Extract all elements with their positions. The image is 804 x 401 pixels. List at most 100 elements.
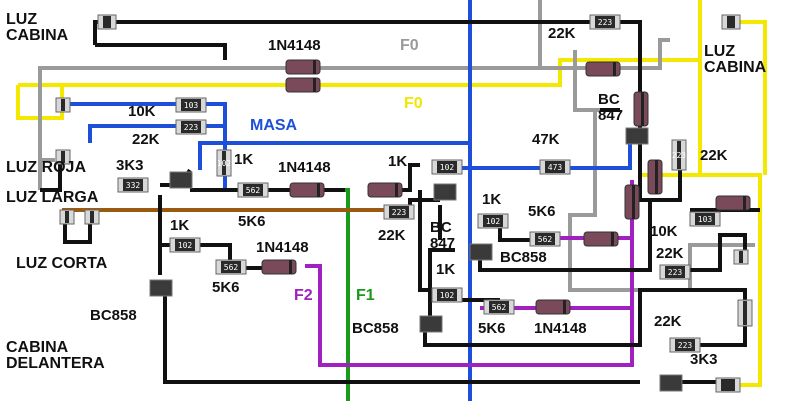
label-luz-larga: LUZ LARGA [6, 189, 99, 206]
smd-code: 102 [440, 291, 455, 300]
resistor-1k-d: 102 [477, 213, 509, 229]
label-bc847-mid: BC 847 [430, 219, 456, 252]
resistor-22k-right2: 223 [659, 264, 691, 280]
label-r-3k3-left: 3K3 [116, 157, 144, 174]
smd-code: 562 [538, 235, 553, 244]
wire-yellow-f0 [698, 60, 762, 387]
wire-gray-f0 [573, 50, 600, 112]
resistor-22k-top: 223 [589, 14, 621, 30]
resistor-3k3-bottom [715, 377, 741, 393]
connector-luz-roja [55, 97, 71, 113]
smd-code: 562 [224, 263, 239, 272]
label-r-5k6-b: 5K6 [212, 279, 240, 296]
wire-black [63, 215, 92, 244]
wire-black [163, 290, 640, 384]
diode-1n4148-right-e [583, 231, 619, 247]
wire-blue-masa [198, 141, 470, 170]
wire-blue-masa [438, 135, 632, 170]
smd-code: 473 [548, 163, 563, 172]
resistor-5k6-d: 562 [483, 299, 515, 315]
smd-code: 103 [184, 101, 199, 110]
smd-code: 332 [126, 181, 141, 190]
label-r-1k-b: 1K [388, 153, 408, 170]
transistor-bc858-upper [469, 243, 493, 261]
transistor-bc847-mid [433, 183, 457, 201]
label-r-22k-bottom: 22K [654, 313, 682, 330]
smd-code: 102 [178, 241, 193, 250]
label-r-1k-e: 1K [436, 261, 456, 278]
label-bc858-left: BC858 [90, 307, 137, 324]
resistor-22k-mid: 223 [383, 204, 415, 220]
connector-luz-corta-b [84, 209, 100, 225]
resistor-1k-a: 102 [216, 149, 232, 177]
label-r-22k-top: 22K [548, 25, 576, 42]
transistor-bc858-mid [419, 315, 443, 333]
label-diode-top: 1N4148 [268, 37, 321, 54]
label-r-1k-c: 1K [170, 217, 190, 234]
connector-luz-larga [55, 149, 71, 165]
label-bc858-upper: BC858 [500, 249, 547, 266]
diode-1n4148-mid-b [367, 182, 403, 198]
transistor-bc847-a [169, 171, 193, 189]
resistor-10k: 103 [175, 97, 207, 113]
wire-black [428, 248, 455, 320]
diode-1n4148-mid [289, 182, 325, 198]
smd-code: 223 [598, 18, 613, 27]
smd-code: 102 [217, 159, 232, 168]
label-f2: F2 [294, 287, 313, 304]
resistor-22k-right: 223 [671, 139, 687, 171]
label-r-47k: 47K [532, 131, 560, 148]
resistor-3k3-left: 332 [117, 177, 149, 193]
wire-yellow-f0 [740, 20, 767, 175]
resistor-1k-c: 102 [169, 237, 201, 253]
label-r-10k-right: 10K [650, 223, 678, 240]
label-luz-cabina-left: LUZ CABINA [6, 11, 69, 44]
label-r-22k-right: 22K [700, 147, 728, 164]
label-r-10k: 10K [128, 103, 156, 120]
diode-1n4148-low [261, 259, 297, 275]
label-bc847-right: BC 847 [598, 91, 624, 124]
smd-code: 223 [392, 208, 407, 217]
label-r-5k6-c: 5K6 [528, 203, 556, 220]
label-luz-roja: LUZ ROJA [6, 159, 86, 176]
smd-code: 562 [246, 186, 261, 195]
wire-black [93, 20, 600, 45]
resistor-22k-bottom: 223 [669, 337, 701, 353]
label-r-3k3-bottom: 3K3 [690, 351, 718, 368]
smd-code: 562 [492, 303, 507, 312]
wire-gray-f0 [568, 110, 755, 292]
resistor-22k-left: 223 [175, 119, 207, 135]
label-diode-low: 1N4148 [256, 239, 309, 256]
diode-1n4148-right-d [624, 184, 640, 220]
label-r-1k-d: 1K [482, 191, 502, 208]
wire-purple-f2 [305, 180, 634, 367]
label-f1: F1 [356, 287, 375, 304]
label-luz-cabina-right: LUZ CABINA [704, 43, 767, 76]
label-r-22k-left: 22K [132, 131, 160, 148]
connector-luz-corta-a [59, 209, 75, 225]
label-f0-gray: F0 [400, 37, 419, 54]
label-bc858-mid: BC858 [352, 320, 399, 337]
diode-1n4148-right-b [633, 91, 649, 127]
wire-black [40, 160, 62, 192]
wire-black [423, 288, 747, 347]
resistor-47k: 473 [539, 159, 571, 175]
wire-black [660, 233, 747, 272]
smd-code: 223 [668, 268, 683, 277]
label-r-22k-right2: 22K [656, 245, 684, 262]
wire-black [418, 190, 430, 292]
label-f0-yellow: F0 [404, 95, 423, 112]
resistor-5k6-a: 562 [237, 182, 269, 198]
connector-cabina-delantera [737, 299, 753, 327]
smd-code: 102 [440, 163, 455, 172]
label-r-1k-a: 1K [234, 151, 254, 168]
wire-black [700, 320, 747, 347]
connector-right-gray [733, 249, 749, 265]
label-masa: MASA [250, 117, 298, 134]
diode-1n4148-top-b [285, 77, 321, 93]
wire-black [408, 198, 440, 205]
resistor-5k6-b: 562 [215, 259, 247, 275]
connector-luz-cabina-right [721, 14, 741, 30]
diode-1n4148-right-c [647, 159, 663, 195]
